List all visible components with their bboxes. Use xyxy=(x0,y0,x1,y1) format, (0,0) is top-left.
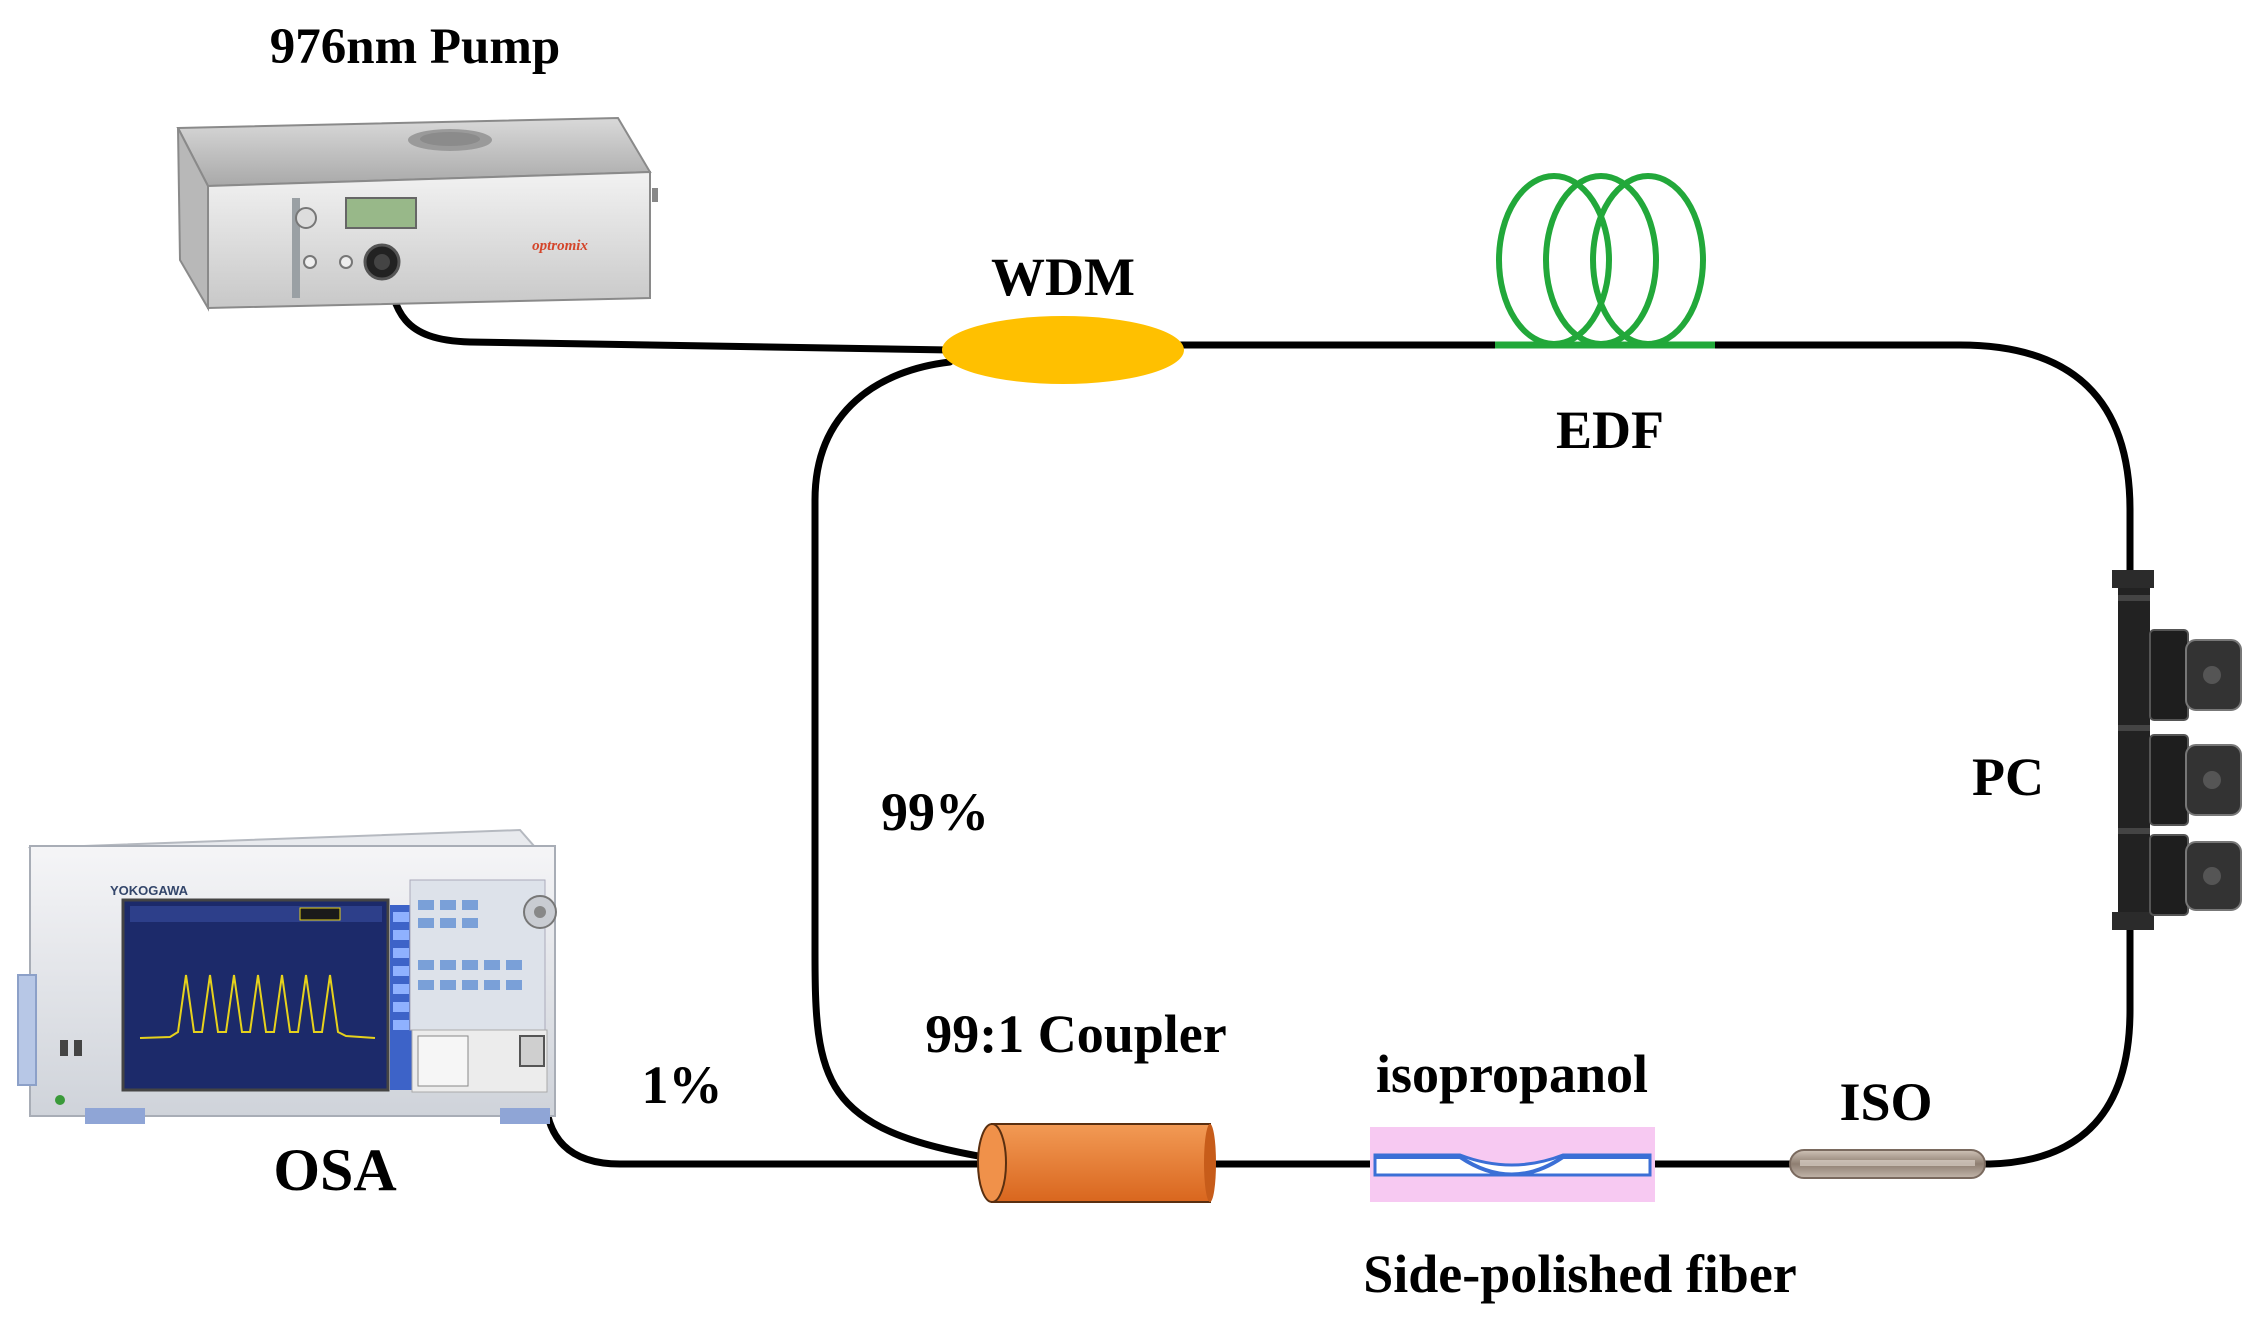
osa-spectrum-trace xyxy=(139,974,376,1039)
ninety-nine-percent-label: 99% xyxy=(881,782,989,842)
pump-brand-logo: optromix xyxy=(532,238,588,254)
ninety-nine-percent-fiber xyxy=(811,358,994,1162)
pump-label: 976nm Pump xyxy=(270,19,560,75)
pump-laser-unit: optromix xyxy=(176,116,658,312)
polarization-controller-icon xyxy=(2112,570,2242,930)
fiber-paths xyxy=(382,261,2134,1168)
side-polished-fiber-label: Side-polished fiber xyxy=(1363,1244,1797,1304)
isopropanol-label: isopropanol xyxy=(1376,1044,1648,1104)
edf-label: EDF xyxy=(1556,400,1664,460)
wdm-coupler-shape xyxy=(942,316,1184,384)
wdm-label: WDM xyxy=(991,247,1135,307)
edf-coil-icon xyxy=(1495,173,1715,349)
side-polished-fiber-icon xyxy=(1370,1127,1655,1202)
osa-brand-logo: YOKOGAWA xyxy=(110,883,189,898)
iso-label: ISO xyxy=(1839,1072,1932,1132)
pc-to-iso-fiber xyxy=(1981,921,2134,1168)
one-percent-label: 1% xyxy=(642,1055,723,1115)
osa-label: OSA xyxy=(273,1137,396,1203)
osa-instrument: YOKOGAWA xyxy=(17,828,557,1124)
isolator-icon xyxy=(1789,1149,1986,1179)
edf-to-pc-fiber xyxy=(1711,341,2134,599)
coupler-icon xyxy=(977,1123,1216,1203)
pc-label: PC xyxy=(1972,747,2044,807)
coupler-label: 99:1 Coupler xyxy=(925,1004,1226,1064)
coupler-to-osa-fiber xyxy=(541,1056,996,1168)
